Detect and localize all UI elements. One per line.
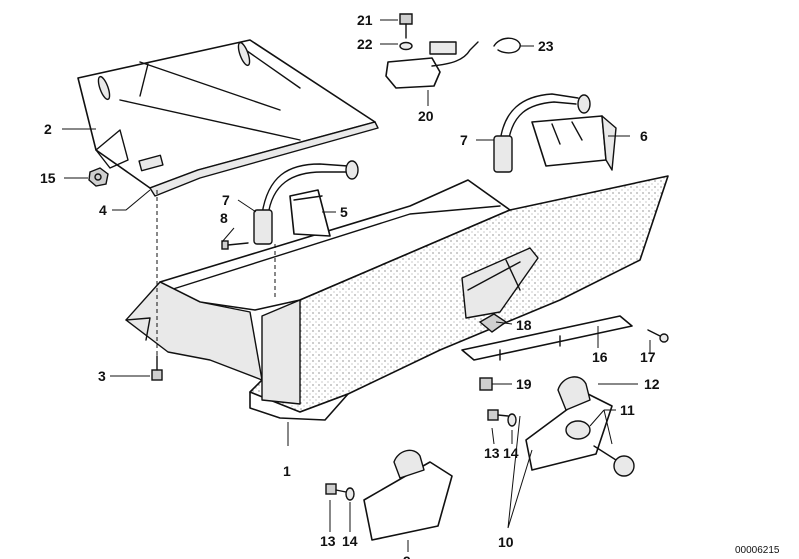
callout-15: 15 bbox=[40, 170, 56, 186]
bracket-6 bbox=[531, 115, 617, 171]
handle-lower bbox=[363, 449, 453, 541]
clip-23 bbox=[493, 37, 521, 54]
callout-13b: 13 bbox=[320, 533, 336, 549]
callout-7b: 7 bbox=[460, 132, 468, 148]
callout-6: 6 bbox=[640, 128, 648, 144]
callout-4: 4 bbox=[99, 202, 107, 218]
switch-assembly bbox=[385, 41, 479, 89]
leader-lines bbox=[62, 19, 651, 552]
lock-handle-right bbox=[525, 376, 613, 471]
screw-13-right bbox=[487, 409, 509, 421]
washer-14-lower bbox=[345, 487, 355, 501]
callout-8: 8 bbox=[220, 210, 228, 226]
callout-13a: 13 bbox=[484, 445, 500, 461]
hinge-strip bbox=[461, 315, 633, 361]
screw-8 bbox=[221, 240, 249, 250]
washer-14-right bbox=[507, 413, 517, 427]
callout-11: 11 bbox=[620, 402, 635, 418]
glove-box-tray bbox=[125, 175, 669, 421]
check-strap-lower bbox=[253, 160, 359, 245]
callout-7a: 7 bbox=[222, 192, 230, 208]
clip-18 bbox=[478, 313, 508, 333]
screw-17 bbox=[647, 329, 669, 343]
screw-21 bbox=[399, 13, 413, 39]
callout-16: 16 bbox=[592, 349, 608, 365]
callout-labels: 1 2 3 4 5 6 7 7 8 9 10 11 12 13 14 13 14… bbox=[40, 12, 660, 559]
drawing-number: 00006215 bbox=[735, 545, 780, 556]
screw-13-lower bbox=[325, 483, 347, 495]
callout-5: 5 bbox=[340, 204, 348, 220]
callout-21: 21 bbox=[357, 12, 373, 28]
callout-14b: 14 bbox=[342, 533, 358, 549]
mounting-bracket bbox=[77, 39, 379, 197]
callout-9: 9 bbox=[403, 553, 411, 559]
callout-10: 10 bbox=[498, 534, 514, 550]
callout-22: 22 bbox=[357, 36, 373, 52]
callout-1: 1 bbox=[283, 463, 291, 479]
callout-20: 20 bbox=[418, 108, 434, 124]
callout-23: 23 bbox=[538, 38, 554, 54]
callout-12: 12 bbox=[644, 376, 660, 392]
washer-22 bbox=[399, 41, 413, 51]
small-bracket bbox=[289, 189, 331, 237]
callout-14a: 14 bbox=[503, 445, 519, 461]
check-strap-upper bbox=[493, 93, 591, 173]
screw-19 bbox=[479, 377, 493, 391]
callout-19: 19 bbox=[516, 376, 532, 392]
nut bbox=[88, 167, 109, 187]
callout-2: 2 bbox=[44, 121, 52, 137]
callout-17: 17 bbox=[640, 349, 656, 365]
key bbox=[593, 445, 635, 477]
callout-18: 18 bbox=[516, 317, 532, 333]
callout-3: 3 bbox=[98, 368, 106, 384]
